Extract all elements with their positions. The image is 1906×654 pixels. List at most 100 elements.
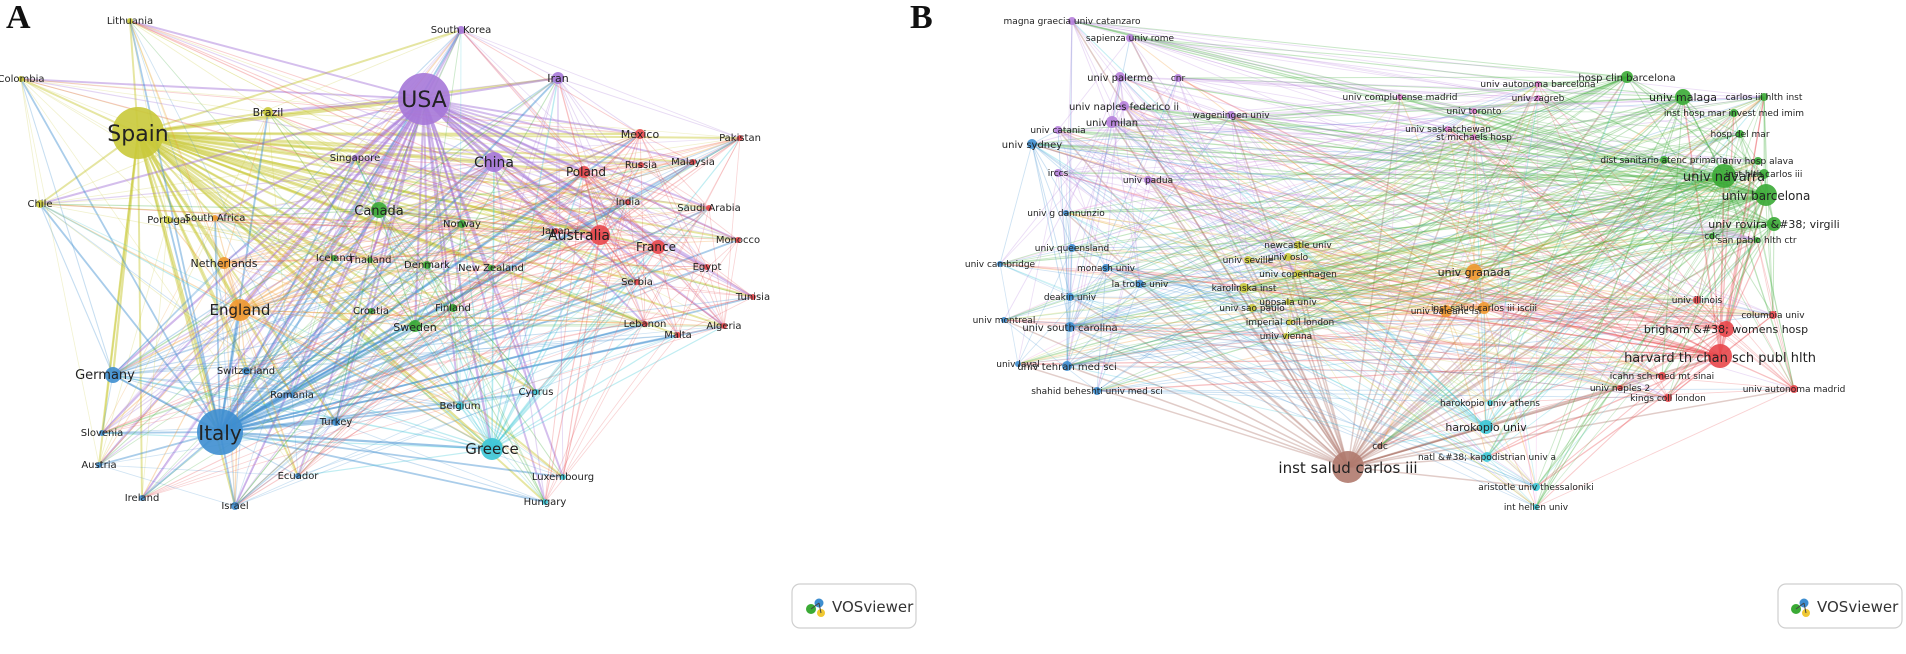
network-edge [1537,83,1669,399]
network-node [1093,387,1101,395]
network-edge [141,219,169,499]
node-label: univ complutense madrid [1342,93,1457,103]
network-edge [999,76,1628,265]
network-edge [562,201,629,478]
network-edge [1535,173,1765,488]
node-label: univ illinois [1672,296,1723,306]
network-edge [1123,105,1727,330]
network-edge [422,98,494,450]
network-edge [219,239,739,433]
network-edge [129,20,638,283]
network-node [229,299,251,321]
network-node [1119,101,1129,111]
network-node [642,321,648,327]
network-node [105,367,121,383]
network-edge [234,309,241,507]
network-edge [1297,96,1684,246]
network-edge [1445,310,1488,458]
network-edge [1066,20,1073,367]
network-edge [1667,239,1758,399]
network-edge [452,307,546,503]
network-edge [1105,114,1232,269]
network-edge [291,325,416,396]
network-edge [1347,355,1721,468]
network-edge [1297,136,1475,246]
network-edge [39,203,335,259]
network-edge [1663,159,1795,390]
network-edge [1139,112,1735,285]
network-edge [1017,97,1539,365]
node-label: Hungary [524,497,567,508]
node-label: magna graecia univ catanzaro [1004,17,1141,27]
network-edge [1071,20,1289,303]
network-edge [335,259,371,423]
network-node [1718,321,1734,337]
network-edge [555,230,708,268]
network-edge [1123,105,1299,246]
network-edge [414,246,659,327]
network-edge [98,209,380,466]
network-edge [223,98,425,264]
node-label: Germany [75,368,135,383]
network-edge [20,78,425,100]
network-edge [1017,307,1253,365]
network-edge [1243,287,1669,399]
network-edge [239,309,416,327]
network-edge [1069,160,1759,328]
network-edge [1057,172,1721,357]
node-label: France [636,240,676,254]
network-edge [1297,244,1621,389]
network-edge [245,234,601,372]
network-node [1283,333,1289,339]
network-edge [1129,37,1539,99]
node-label: USA [401,88,447,113]
network-edge [129,20,495,163]
network-edge [640,137,741,166]
network-edge [1096,194,1767,392]
node-label: newcastle univ [1264,241,1332,251]
node-label: Pakistan [719,133,761,144]
network-edge [1069,110,1475,328]
node-label: carlos iii hlth inst [1726,93,1803,103]
network-edge [1485,112,1735,428]
node-label: univ vienna [1260,332,1312,342]
network-edge [1111,96,1765,123]
network-edge [1129,37,1628,78]
network-edge [999,143,1033,265]
node-label: univ padua [1123,176,1173,186]
network-edge [219,111,269,433]
network-edge [141,323,646,499]
network-edge [1057,129,1727,330]
network-edge [1297,173,1765,275]
network-edge [219,161,694,433]
node-label: univ laval [996,360,1039,370]
network-edge [1147,175,1725,181]
network-edge [1243,194,1767,289]
network-edge [214,217,659,248]
network-edge [267,111,356,159]
network-edge [239,133,641,311]
network-edge [599,137,741,236]
network-edge [1230,114,1349,468]
network-edge [1105,77,1179,269]
node-label: univ cambridge [965,260,1036,270]
network-node [1015,361,1021,367]
network-edge [214,98,425,219]
network-edge [378,209,537,393]
network-edge [1066,105,1125,367]
network-edge [354,137,741,159]
node-label: univ copenhagen [1259,270,1337,280]
network-edge [459,405,564,478]
network-edge [1682,96,1765,175]
network-edge [335,421,546,503]
network-edge [378,209,546,503]
node-label: univ oslo [1268,253,1309,263]
network-edge [1696,133,1741,301]
network-edge [1069,326,1663,377]
network-edge [378,209,564,478]
network-edge [1119,76,1539,99]
network-edge [234,267,492,507]
network-edge [1243,173,1765,289]
network-edge [1251,96,1684,309]
network-edge [1287,194,1767,303]
